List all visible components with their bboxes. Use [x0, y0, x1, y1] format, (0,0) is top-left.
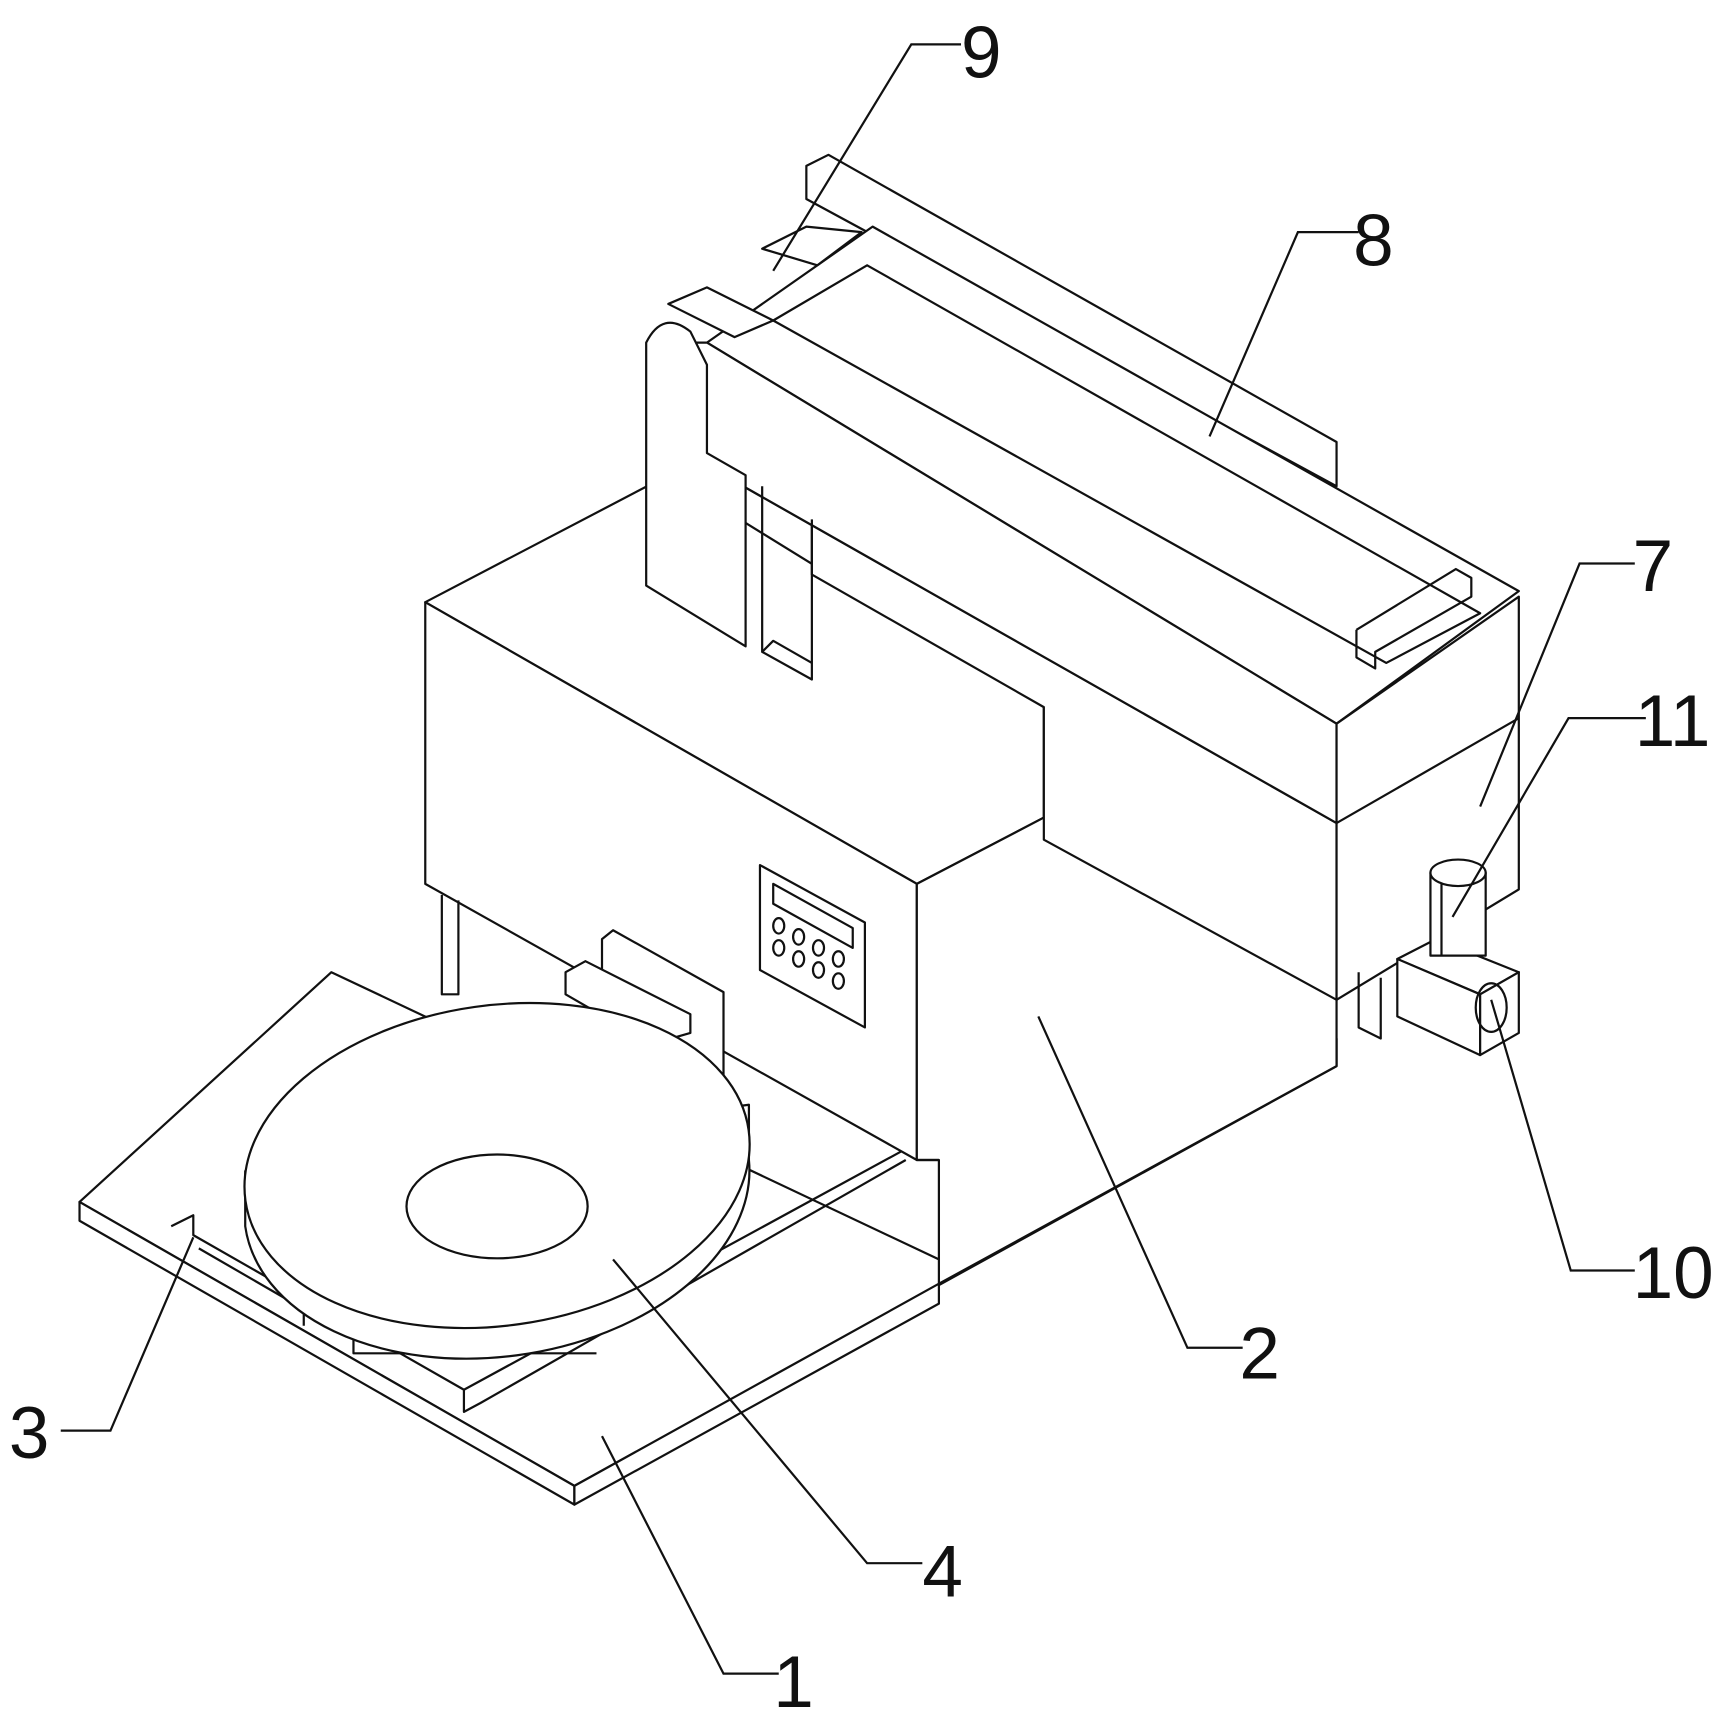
callout-1: 1	[773, 1642, 814, 1718]
leader-lines	[60, 43, 1646, 1675]
callout-2: 2	[1239, 1314, 1280, 1395]
upper-housing	[645, 153, 1520, 1040]
callout-3: 3	[9, 1393, 50, 1474]
valve	[1396, 858, 1520, 1057]
callout-8: 8	[1353, 200, 1394, 281]
callout-11: 11	[1635, 681, 1711, 762]
callout-7: 7	[1633, 526, 1674, 607]
panel-buttons	[772, 916, 846, 990]
control-panel	[758, 863, 866, 1029]
rotating-disk	[243, 1001, 751, 1360]
callout-9: 9	[961, 13, 1002, 94]
callout-4: 4	[922, 1531, 963, 1612]
callout-10: 10	[1633, 1233, 1714, 1314]
